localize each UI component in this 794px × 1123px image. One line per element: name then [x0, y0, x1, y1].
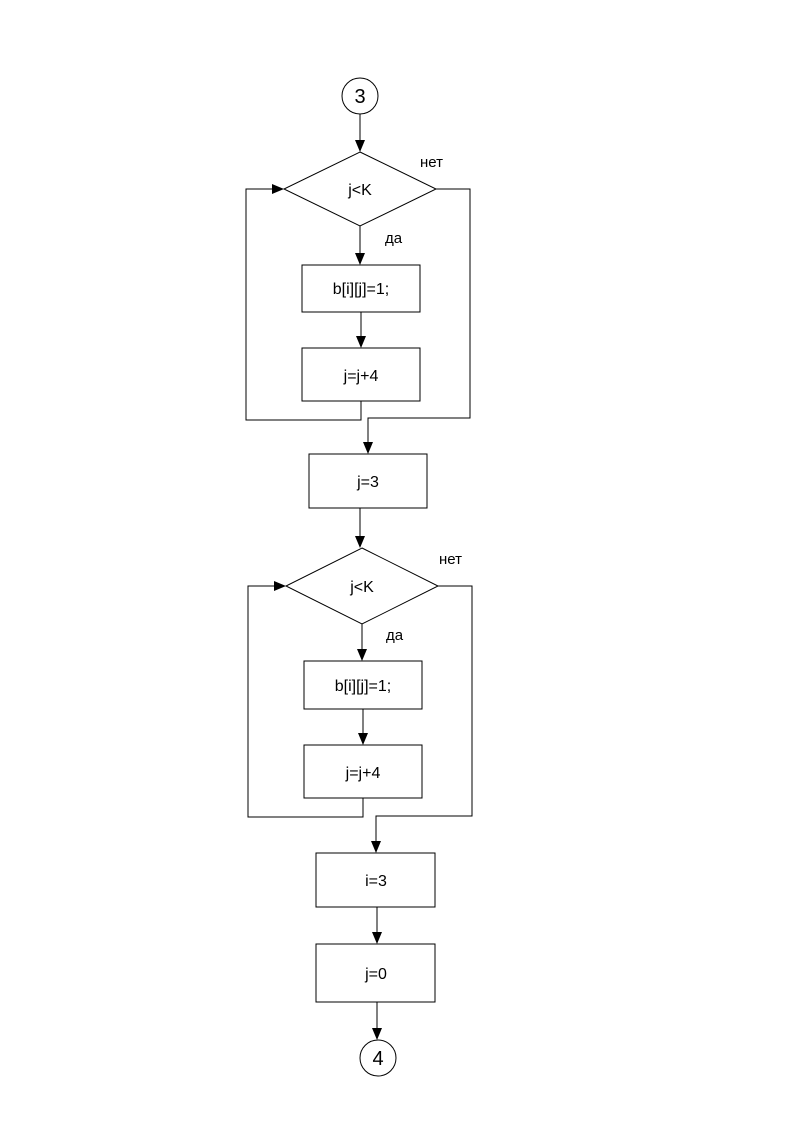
- process-loop1-body2: j=j+4: [301, 347, 421, 402]
- decision-1-no-label: нет: [420, 154, 443, 171]
- process-assign-j3-box: [308, 453, 428, 509]
- process-loop1-body2-text: j=j+4: [343, 368, 379, 385]
- process-loop1-body1-text: b[i][j]=1;: [333, 281, 389, 298]
- process-assign-j0-box: [315, 943, 436, 1003]
- decision-2: j<K: [284, 547, 440, 625]
- connector-top-label: 3: [354, 86, 365, 108]
- process-assign-j0-text: j=0: [364, 966, 387, 983]
- process-loop2-body1-text: b[i][j]=1;: [335, 678, 391, 695]
- loop1-back-edge: [245, 184, 362, 421]
- process-loop2-body2: j=j+4: [303, 744, 423, 799]
- loop1-exit-edge: [363, 188, 471, 454]
- process-assign-i3: i=3: [315, 852, 436, 908]
- process-loop2-body1: b[i][j]=1;: [303, 660, 423, 710]
- process-assign-j0: j=0: [315, 943, 436, 1003]
- decision-1-yes-label: да: [385, 230, 403, 247]
- arrow-connector-to-decision1: [355, 114, 365, 152]
- arrow-loop2-body1-to-body2: [358, 709, 368, 745]
- process-loop1-body1: b[i][j]=1;: [301, 264, 421, 313]
- arrow-decision1-to-body1: [355, 226, 365, 265]
- arrow-j0-to-connector: [372, 1002, 382, 1040]
- process-loop2-body2-text: j=j+4: [345, 765, 381, 782]
- decision-2-yes-label: да: [386, 627, 404, 644]
- decision-2-no-label: нет: [439, 551, 462, 568]
- arrow-decision2-to-body1: [357, 624, 367, 661]
- connector-bottom-circle: [359, 1039, 397, 1077]
- process-loop1-body2-box: [301, 347, 421, 402]
- connector-bottom-label: 4: [372, 1048, 383, 1070]
- process-loop2-body1-box: [303, 660, 423, 710]
- arrow-i3-to-j0: [372, 907, 382, 944]
- loop2-exit-edge: [371, 585, 473, 853]
- decision-1: j<K: [282, 151, 438, 227]
- arrow-loop1-body1-to-body2: [356, 312, 366, 348]
- process-assign-j3-text: j=3: [356, 474, 379, 491]
- process-loop1-body1-box: [301, 264, 421, 313]
- decision-1-condition: j<K: [347, 182, 372, 199]
- process-assign-i3-text: i=3: [365, 873, 387, 890]
- decision-2-condition: j<K: [349, 579, 374, 596]
- connector-top: 3: [341, 77, 379, 115]
- process-assign-i3-box: [315, 852, 436, 908]
- arrow-j3-to-decision2: [355, 508, 365, 548]
- loop2-back-edge: [247, 581, 364, 818]
- connector-bottom: 4: [359, 1039, 397, 1077]
- process-assign-j3: j=3: [308, 453, 428, 509]
